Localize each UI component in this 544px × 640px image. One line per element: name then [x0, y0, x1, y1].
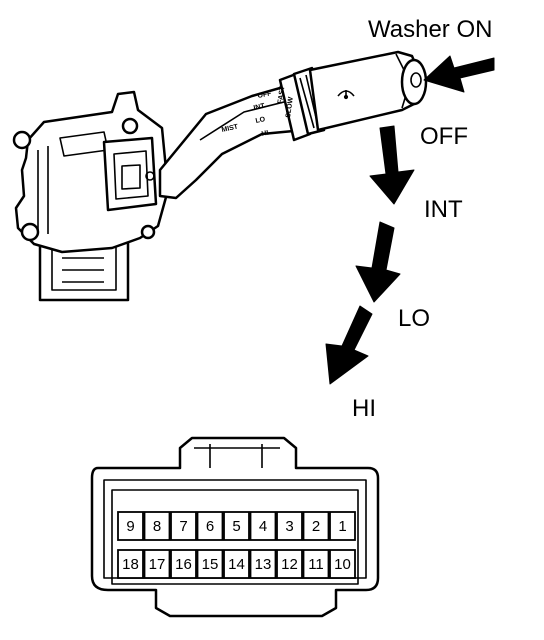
wiper-lever	[158, 50, 428, 200]
pin-label-16: 16	[175, 556, 192, 573]
pin-cell-6	[196, 511, 224, 541]
lever-mark-off: OFF	[257, 90, 273, 100]
pin-label-13: 13	[255, 556, 272, 573]
pin-cell-4	[249, 511, 277, 541]
pin-label-5: 5	[232, 518, 240, 535]
pin-label-4: 4	[259, 518, 267, 535]
lever-mark-lo: LO	[255, 116, 267, 125]
lo-to-hi-arrow	[325, 305, 373, 385]
pin-cell-3	[276, 511, 303, 541]
pin-cell-15	[196, 549, 224, 579]
pin-label-8: 8	[153, 518, 161, 535]
pin-label-15: 15	[202, 556, 219, 573]
pin-cell-1	[329, 511, 356, 541]
lever-mark-mist: MIST	[221, 123, 240, 133]
lever-mark-fast: FAST	[277, 85, 287, 104]
switch-body	[12, 90, 170, 302]
int-to-lo-arrow	[355, 221, 401, 303]
pin-cell-14	[223, 549, 250, 579]
lever-mark-slow: SLOW	[285, 96, 295, 118]
pin-cell-12	[276, 549, 303, 579]
off-to-int-arrow	[369, 125, 415, 205]
pin-cell-17	[143, 549, 171, 579]
pin-label-3: 3	[285, 518, 293, 535]
pin-label-7: 7	[179, 518, 187, 535]
pin-label-14: 14	[228, 556, 245, 573]
hi-label: HI	[352, 395, 376, 422]
pin-label-11: 11	[308, 556, 324, 573]
pin-label-18: 18	[122, 556, 139, 573]
pin-cell-18	[117, 549, 144, 579]
pin-label-17: 17	[149, 556, 166, 573]
int-label: INT	[424, 196, 463, 223]
pin-cell-13	[249, 549, 277, 579]
pin-cell-9	[117, 511, 144, 541]
off-label: OFF	[420, 123, 468, 150]
pin-cell-7	[170, 511, 197, 541]
pin-label-10: 10	[334, 556, 351, 573]
pin-cell-5	[223, 511, 250, 541]
connector: 9 8 7 6 5 4 3 2 1 18 17 16 15 14 13 12 11 10	[90, 436, 380, 618]
pin-label-1: 1	[338, 518, 346, 535]
washer-on-label: Washer ON	[368, 16, 492, 43]
lever-mark-hi: HI	[261, 130, 269, 138]
pin-label-2: 2	[312, 518, 320, 535]
washer-push-arrow	[423, 55, 495, 93]
pin-cell-16	[170, 549, 197, 579]
pin-label-12: 12	[281, 556, 298, 573]
lever-position-marks: OFF INT LO HI MIST FAST SLOW	[221, 85, 295, 138]
pin-label-6: 6	[206, 518, 214, 535]
pin-cell-11	[302, 549, 330, 579]
pin-label-9: 9	[126, 518, 134, 535]
lever-mark-int: INT	[253, 103, 266, 112]
lo-label: LO	[398, 305, 430, 332]
pin-cell-8	[143, 511, 171, 541]
pin-cell-10	[329, 549, 356, 579]
connector-pins: 9 8 7 6 5 4 3 2 1 18 17 16 15 14 13 12 11 10	[117, 511, 356, 579]
pin-cell-2	[302, 511, 330, 541]
